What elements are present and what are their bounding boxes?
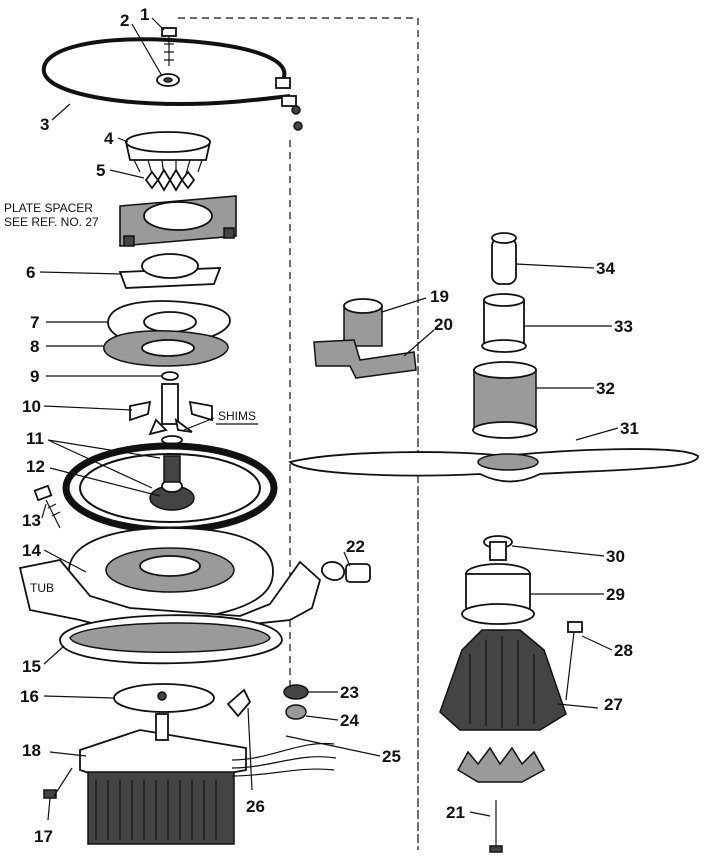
- part-cup-29: [461, 563, 535, 625]
- part-grommet-23: [283, 684, 309, 700]
- assembly-guide-line: [178, 17, 419, 850]
- part-disc-16: [113, 683, 215, 713]
- part-seal-12: [149, 455, 195, 511]
- callout-1: 1: [140, 5, 149, 24]
- callout-25: 25: [382, 747, 401, 766]
- part-spray-arm-31: [288, 448, 699, 483]
- part-clamp-22: [321, 561, 371, 583]
- callout-14: 14: [22, 541, 41, 560]
- callout-3: 3: [40, 115, 49, 134]
- callout-34: 34: [596, 259, 615, 278]
- callout-19: 19: [430, 287, 449, 306]
- leader-lines: [39, 17, 619, 821]
- callout-2: 2: [120, 11, 129, 30]
- part-base-15: [59, 614, 283, 665]
- part-pump-housing-27: [439, 629, 567, 731]
- part-cover-6: [118, 253, 222, 289]
- part-wires-25: [231, 742, 337, 777]
- part-heating-element-3: [41, 37, 291, 107]
- part-nut-30: [483, 535, 513, 561]
- callout-13: 13: [22, 511, 41, 530]
- callout-29: 29: [606, 585, 625, 604]
- callout-11: 11: [26, 429, 44, 448]
- part-sleeve-19: [343, 298, 383, 347]
- callout-31: 31: [620, 419, 639, 438]
- note-tub: TUB: [30, 581, 54, 595]
- part-tube-33: [481, 293, 527, 353]
- callout-33: 33: [614, 317, 633, 336]
- callout-10: 10: [22, 397, 41, 416]
- callout-24: 24: [340, 711, 359, 730]
- callout-7: 7: [30, 313, 39, 332]
- part-housing-14: [68, 527, 274, 621]
- part-nozzle-34: [491, 232, 517, 285]
- callout-27: 27: [604, 695, 623, 714]
- callout-21: 21: [446, 803, 465, 822]
- callout-5: 5: [96, 161, 105, 180]
- callout-32: 32: [596, 379, 615, 398]
- note-shims: SHIMS: [218, 409, 256, 423]
- part-grommet-24: [285, 704, 307, 720]
- part-plate-spacer: [119, 195, 237, 247]
- part-tube-32: [472, 361, 538, 439]
- part-ring-9: [161, 371, 179, 381]
- callout-numbers: 1 2 3 4 5 6 7 8 9 10 11 12 13 14 15 16 1…: [20, 5, 639, 846]
- callout-6: 6: [26, 263, 35, 282]
- callout-18: 18: [22, 741, 41, 760]
- part-plate-20: [313, 339, 417, 379]
- callout-23: 23: [340, 683, 359, 702]
- callout-12: 12: [26, 457, 45, 476]
- callout-9: 9: [30, 367, 39, 386]
- part-cap-4: [124, 131, 212, 177]
- part-screw-21: [489, 800, 503, 853]
- element-terminals: [275, 77, 303, 131]
- callout-30: 30: [606, 547, 625, 566]
- callout-15: 15: [22, 657, 41, 676]
- callout-26: 26: [246, 797, 265, 816]
- part-gear-5: [144, 168, 196, 192]
- callout-28: 28: [614, 641, 633, 660]
- part-gear-27-lower: [456, 746, 546, 783]
- callout-17: 17: [34, 827, 53, 846]
- part-clip-26: [226, 688, 252, 718]
- callout-16: 16: [20, 687, 39, 706]
- note-plate-spacer-line1: PLATE SPACER: [4, 201, 93, 215]
- part-washer-2: [156, 73, 180, 87]
- part-screw-17: [43, 767, 73, 799]
- part-motor-18: [79, 713, 247, 845]
- callout-22: 22: [346, 537, 365, 556]
- part-gasket-8: [103, 330, 229, 367]
- note-plate-spacer-line2: SEE REF. NO. 27: [4, 215, 99, 229]
- part-bolt-28: [565, 621, 583, 701]
- part-bolt-13: [33, 484, 61, 529]
- part-screw-1: [161, 27, 177, 66]
- callout-4: 4: [104, 129, 114, 148]
- part-impeller-10: [129, 383, 213, 436]
- callout-20: 20: [434, 315, 453, 334]
- callout-8: 8: [30, 337, 39, 356]
